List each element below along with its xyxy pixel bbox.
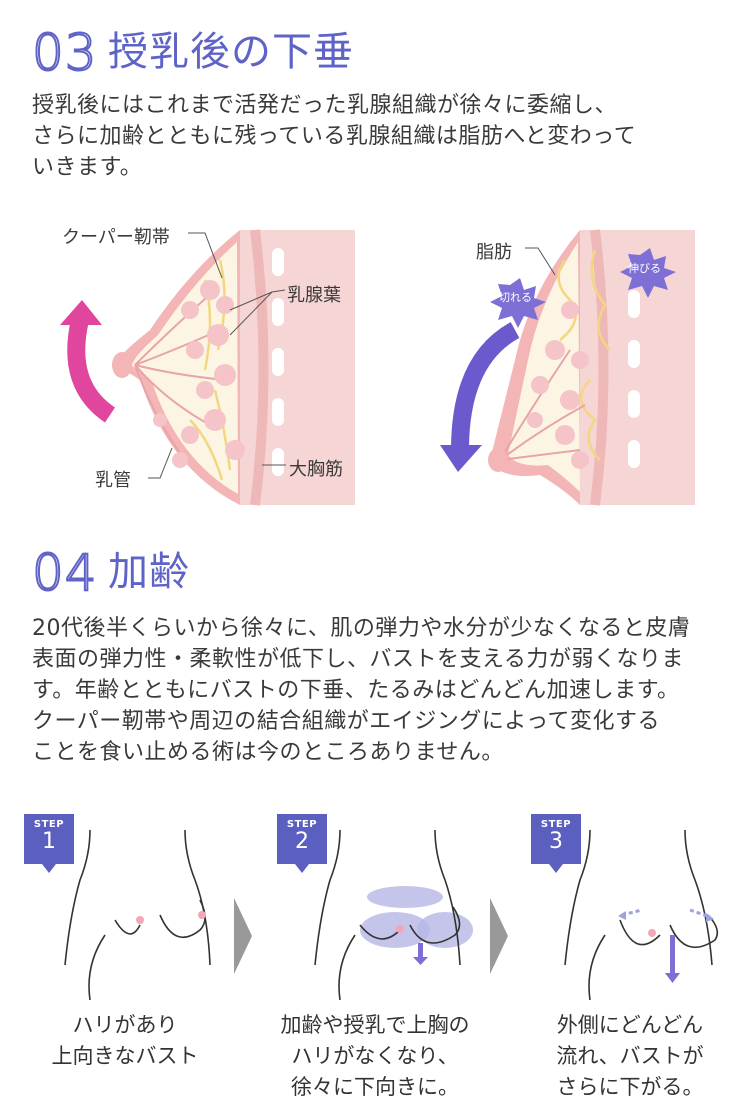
step-arrow-1 bbox=[234, 898, 252, 974]
step-arrow-2 bbox=[490, 898, 508, 974]
section-3-title: 授乳後の下垂 bbox=[108, 29, 354, 75]
section-3-line-2: さらに加齢とともに残っている乳腺組織は脂肪へと変わって bbox=[32, 124, 637, 149]
section-4-number: 04 bbox=[31, 544, 98, 602]
step-1-number: 1 bbox=[42, 829, 56, 854]
step-1-caption-line-2: 上向きなバスト bbox=[51, 1044, 199, 1068]
step-3-number: 3 bbox=[549, 829, 563, 854]
step-2-caption-line-1: 加齢や授乳で上胸の bbox=[280, 1013, 470, 1037]
step-1-label: STEP bbox=[33, 819, 65, 830]
step-2-badge: STEP 2 bbox=[277, 814, 327, 873]
section-4-line-1: 20代後半くらいから徐々に、肌の弾力や水分が少なくなると皮膚 bbox=[32, 616, 691, 641]
step-2-torso-illustration bbox=[314, 829, 473, 1000]
step-3-label: STEP bbox=[540, 819, 572, 830]
section-4-line-2: 表面の弾力性・柔軟性が低下し、バストを支える力が弱くなりま bbox=[32, 647, 684, 672]
step-2-number: 2 bbox=[295, 829, 309, 854]
step-3-caption-line-2: 流れ、バストが bbox=[556, 1044, 704, 1068]
label-pectoral-muscle: 大胸筋 bbox=[289, 459, 343, 480]
label-cooper-ligament: クーパー靭帯 bbox=[62, 227, 170, 248]
section-4-line-4: クーパー靭帯や周辺の結合組織がエイジングによって変化する bbox=[32, 709, 661, 734]
step-1-torso-illustration bbox=[64, 829, 211, 1000]
section-4-title: 加齢 bbox=[108, 549, 190, 595]
section-3-number: 03 bbox=[31, 24, 98, 82]
step-3-caption-line-3: さらに下がる。 bbox=[556, 1075, 704, 1099]
step-1-caption-line-1: ハリがあり bbox=[72, 1013, 178, 1037]
step-1-caption: ハリがあり 上向きなバスト bbox=[30, 1010, 220, 1072]
step-2-caption-line-2: ハリがなくなり、 bbox=[291, 1044, 459, 1068]
section-4-paragraph: 20代後半くらいから徐々に、肌の弾力や水分が少なくなると皮膚 表面の弾力性・柔軟… bbox=[32, 613, 732, 768]
breast-anatomy-normal-diagram bbox=[60, 229, 355, 506]
step-2-caption: 加齢や授乳で上胸の ハリがなくなり、 徐々に下向きに。 bbox=[275, 1010, 475, 1103]
step-3-caption: 外側にどんどん 流れ、バストが さらに下がる。 bbox=[530, 1010, 730, 1103]
step-2-label: STEP bbox=[286, 819, 318, 830]
breast-anatomy-sagging-diagram bbox=[440, 229, 695, 506]
section-3-line-3: いきます。 bbox=[32, 155, 143, 180]
label-milk-duct: 乳管 bbox=[95, 470, 131, 491]
section-3-paragraph: 授乳後にはこれまで活発だった乳腺組織が徐々に委縮し、 さらに加齢とともに残ってい… bbox=[32, 90, 722, 183]
step-3-torso-illustration bbox=[564, 829, 719, 1000]
step-2-caption-line-3: 徐々に下向きに。 bbox=[291, 1075, 459, 1099]
step-1-badge: STEP 1 bbox=[24, 814, 74, 873]
section-4-line-3: す。年齢とともにバストの下垂、たるみはどんどん加速します。 bbox=[32, 678, 680, 703]
section-3-line-1: 授乳後にはこれまで活発だった乳腺組織が徐々に委縮し、 bbox=[32, 93, 618, 118]
badge-stretch: 伸びる bbox=[628, 262, 661, 275]
badge-tear: 切れる bbox=[499, 291, 532, 304]
section-4-line-5: ことを食い止める術は今のところありません。 bbox=[32, 740, 504, 765]
step-3-badge: STEP 3 bbox=[531, 814, 581, 873]
step-3-caption-line-1: 外側にどんどん bbox=[556, 1013, 704, 1037]
label-mammary-lobe: 乳腺葉 bbox=[287, 285, 341, 306]
label-fat: 脂肪 bbox=[476, 242, 512, 263]
